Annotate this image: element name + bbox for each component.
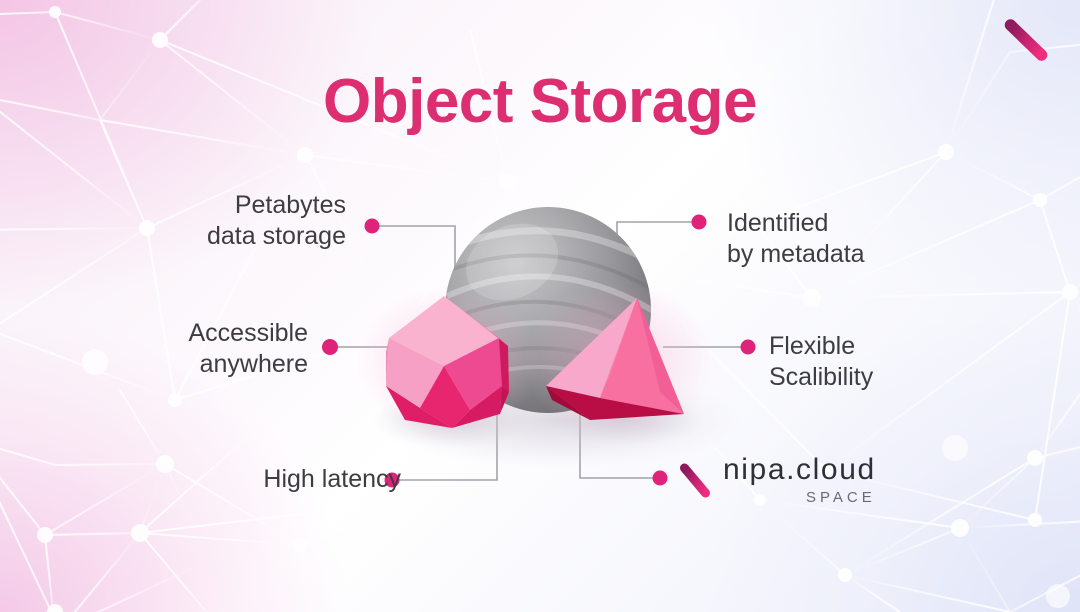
connector-dot-petabytes bbox=[364, 218, 380, 234]
page-title: Object Storage bbox=[323, 67, 758, 136]
brand-wordmark: nipa.cloud bbox=[723, 453, 876, 486]
feature-label-metadata: Identified by metadata bbox=[727, 209, 865, 268]
shape-icosahedron bbox=[386, 296, 509, 428]
shape-tetrahedron bbox=[546, 298, 684, 420]
feature-label-flexible-scalibility: Flexible Scalibility bbox=[769, 332, 874, 391]
nipa-cloud-brand: nipa.cloud SPACE bbox=[676, 455, 876, 505]
connector-dot-accessible bbox=[322, 339, 338, 355]
feature-label-petabytes: Petabytes data storage bbox=[207, 191, 346, 250]
feature-label-accessible: Accessible anywhere bbox=[188, 319, 309, 378]
feature-label-high-latency: High latency bbox=[263, 465, 401, 493]
nipa-n-mark-icon bbox=[679, 462, 711, 499]
connector-dot-latency bbox=[384, 472, 400, 488]
nipa-n-logo-icon bbox=[1004, 18, 1048, 62]
brand-subtitle: SPACE bbox=[806, 489, 876, 506]
brand-text-block: nipa.cloud SPACE bbox=[723, 453, 876, 506]
connector-dot-brand bbox=[652, 470, 668, 486]
connector-dot-flexible bbox=[740, 339, 756, 355]
connector-dot-metadata bbox=[691, 214, 707, 230]
